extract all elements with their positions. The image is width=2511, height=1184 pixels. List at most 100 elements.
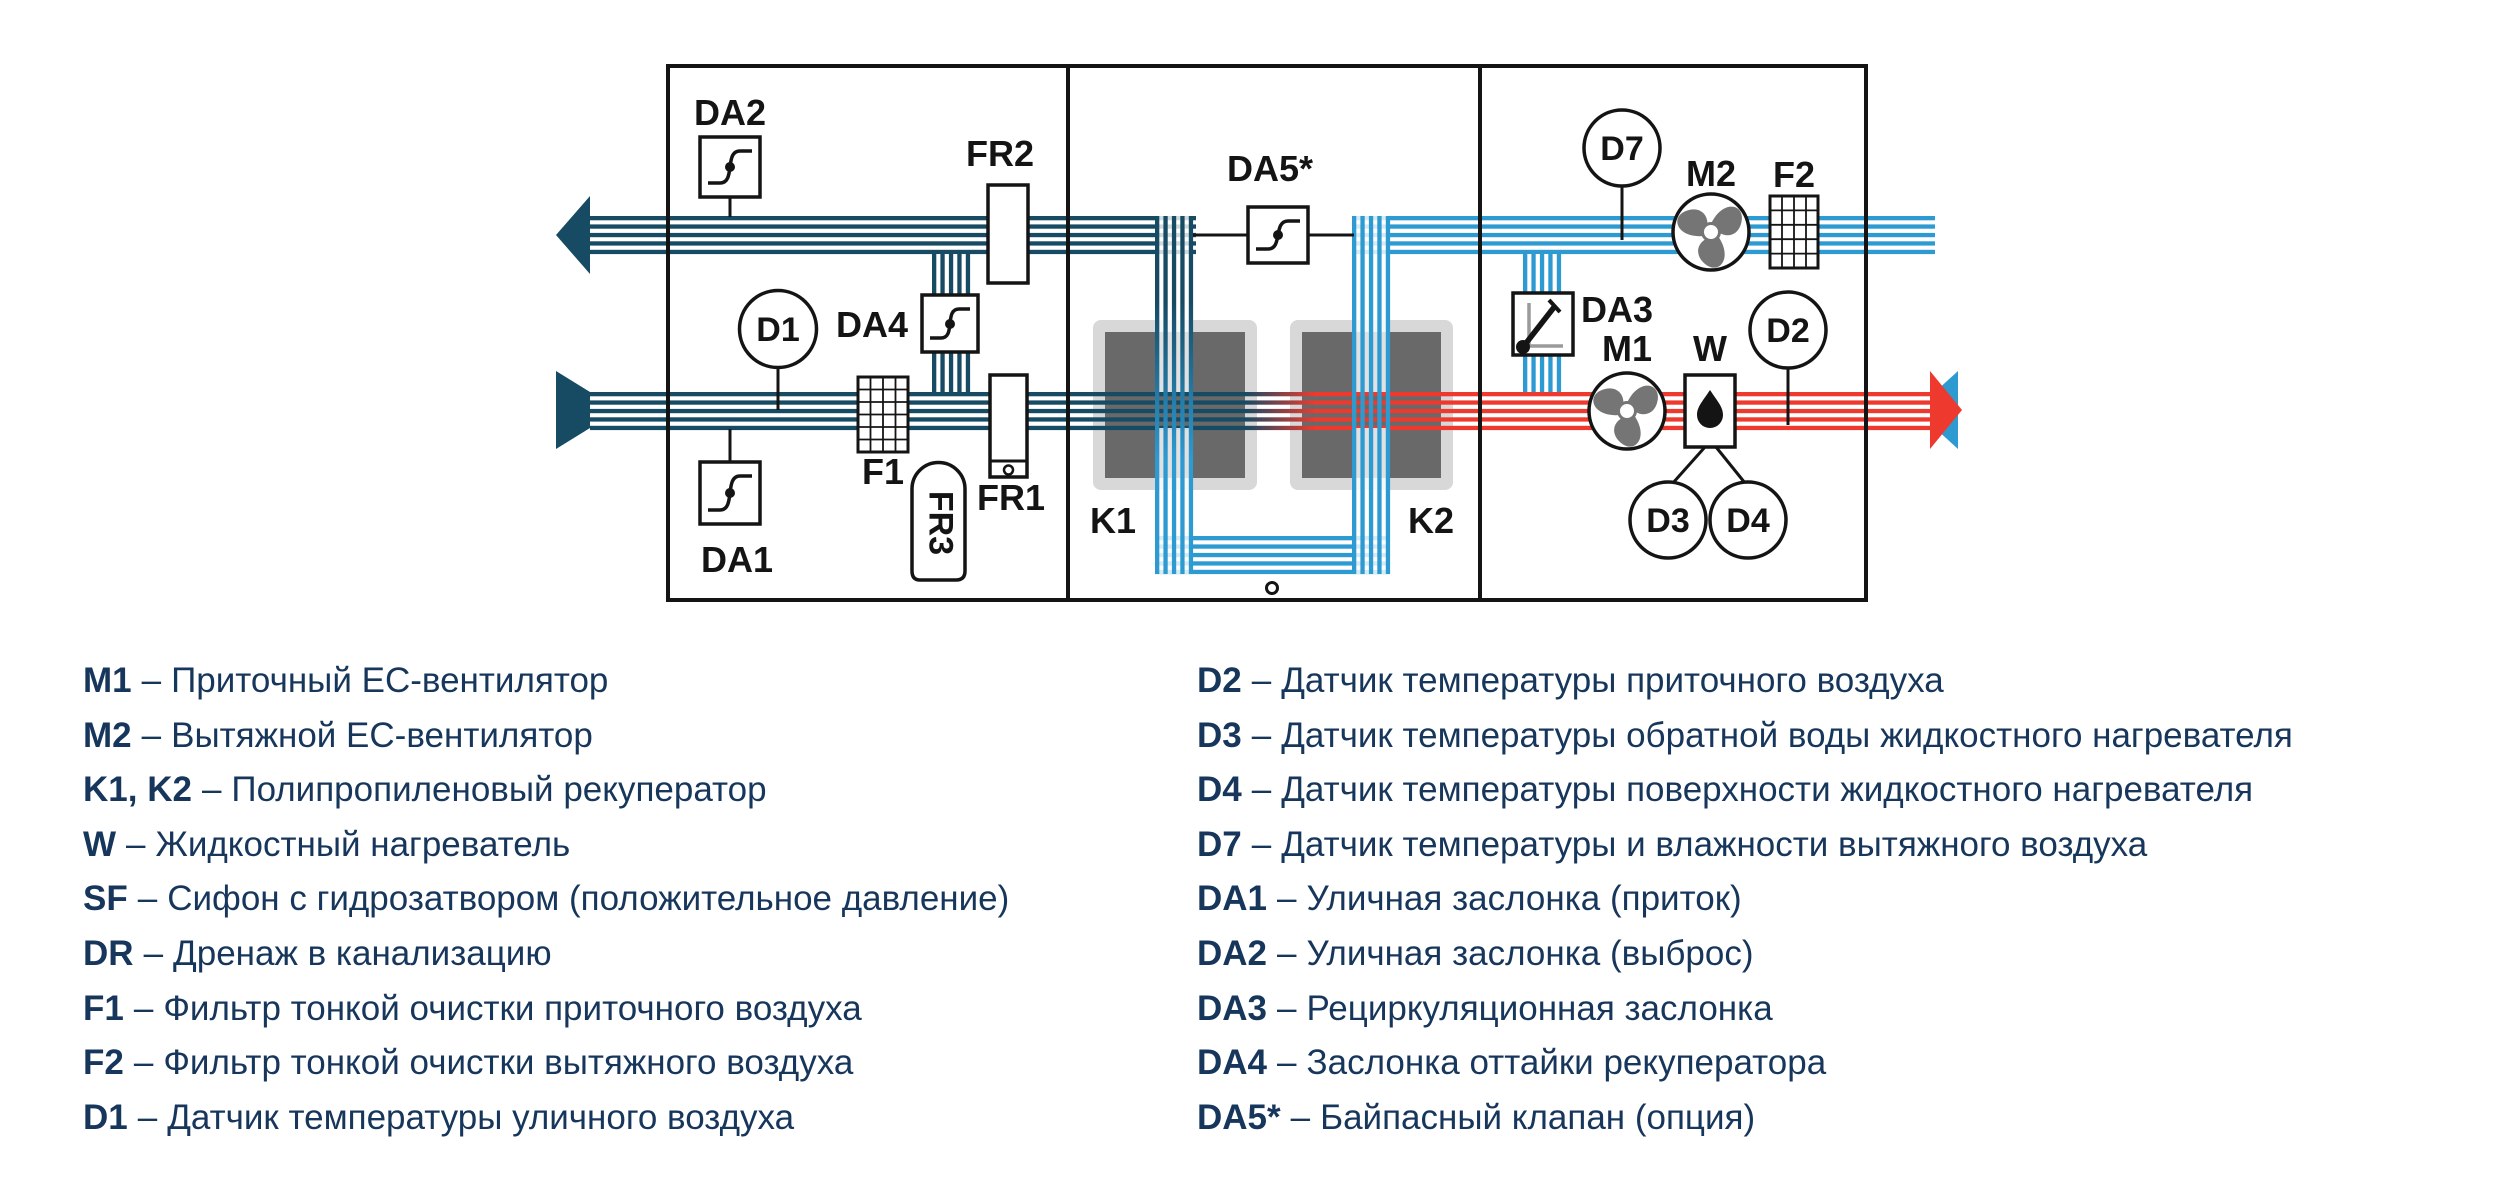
legend-desc: Датчик температуры поверхности жидкостно… (1281, 770, 2254, 810)
legend-separator: – (143, 933, 164, 973)
legend-item-m2: M2–Вытяжной ЕС-вентилятор (83, 709, 1009, 764)
legend-key: D3 (1197, 715, 1242, 755)
damper-da4-icon (920, 293, 980, 354)
legend-key: W (83, 824, 117, 864)
sensor-d7-icon (1582, 108, 1662, 188)
legend-desc: Байпасный клапан (опция) (1320, 1097, 1756, 1137)
legend-desc: Датчик температуры уличного воздуха (167, 1097, 795, 1137)
legend-item-da5: DA5*–Байпасный клапан (опция) (1197, 1091, 2293, 1146)
legend-desc: Датчик температуры и влажности вытяжного… (1281, 824, 2148, 864)
duct-supply (590, 392, 1930, 431)
supply-out-arrow-icon (1930, 371, 1962, 449)
label-da3: DA3 (1581, 289, 1653, 330)
label-f2: F2 (1773, 154, 1815, 195)
fr1-box-icon (988, 373, 1029, 479)
sensor-d3-icon (1628, 480, 1708, 560)
legend-key: K1, K2 (83, 770, 192, 810)
legend-item-d3: D3–Датчик температуры обратной воды жидк… (1197, 709, 2293, 764)
legend-item-da2: DA2–Уличная заслонка (выброс) (1197, 927, 2293, 982)
label-da2: DA2 (694, 92, 766, 133)
label-da5: DA5* (1227, 148, 1313, 189)
damper-da3-icon (1511, 291, 1575, 357)
legend-item-k1k2: K1, K2–Полипропиленовый рекуператор (83, 763, 1009, 818)
label-w: W (1693, 328, 1727, 369)
label-fr2: FR2 (966, 133, 1034, 174)
legend-column-right: D2–Датчик температуры приточного воздуха… (1197, 654, 2293, 1145)
label-m1: M1 (1602, 328, 1652, 369)
legend-key: DA2 (1197, 933, 1268, 973)
legend-desc: Уличная заслонка (приток) (1306, 879, 1742, 919)
legend-separator: – (1251, 824, 1272, 864)
legend-key: F1 (83, 988, 124, 1028)
legend-separator: – (1277, 988, 1297, 1028)
fan-m1-icon (1587, 371, 1667, 452)
legend-separator: – (201, 770, 222, 810)
legend-key: DR (83, 933, 134, 973)
legend-item-da4: DA4–Заслонка оттайки рекуператора (1197, 1036, 2293, 1091)
legend-desc: Жидкостный нагреватель (155, 824, 571, 864)
legend-item-dr: DR–Дренаж в канализацию (83, 927, 1009, 982)
legend-key: D1 (83, 1097, 128, 1137)
legend-desc: Уличная заслонка (выброс) (1306, 933, 1754, 973)
legend-desc: Фильтр тонкой очистки вытяжного воздуха (163, 1043, 854, 1083)
unit-casing (666, 64, 1868, 602)
legend-separator: – (137, 1097, 158, 1137)
legend-desc: Датчик температуры приточного воздуха (1281, 661, 1944, 700)
legend-item-w: W–Жидкостный нагреватель (83, 818, 1009, 873)
legend-desc: Фильтр тонкой очистки приточного воздуха (163, 988, 862, 1028)
legend-key: D4 (1197, 770, 1242, 810)
legend-key: D7 (1197, 824, 1242, 864)
sensor-d1-icon (737, 288, 819, 370)
legend-separator: – (141, 715, 162, 755)
legend-key: DA4 (1197, 1043, 1268, 1083)
exhaust-out-arrow-icon (556, 196, 590, 274)
label-m2: M2 (1686, 153, 1736, 194)
label-fr1: FR1 (977, 477, 1045, 518)
legend-key: F2 (83, 1043, 124, 1083)
legend-item-f2: F2–Фильтр тонкой очистки вытяжного возду… (83, 1036, 1009, 1091)
fan-m2-icon (1671, 192, 1751, 273)
duct-recuperator-u-band (1155, 536, 1390, 575)
legend-desc: Заслонка оттайки рекуператора (1306, 1043, 1827, 1083)
legend-separator: – (1251, 661, 1272, 700)
legend-item-d4: D4–Датчик температуры поверхности жидкос… (1197, 763, 2293, 818)
legend-key: DA5* (1197, 1097, 1281, 1137)
heater-w-icon (1683, 373, 1737, 449)
legend-item-d7: D7–Датчик температуры и влажности вытяжн… (1197, 818, 2293, 873)
legend-item-m1: M1–Приточный ЕС-вентилятор (83, 654, 1009, 709)
label-d4: D4 (1726, 502, 1770, 540)
legend-separator: – (133, 988, 154, 1028)
connector-lines (728, 186, 1790, 485)
damper-da5-icon (1246, 205, 1310, 265)
legend-separator: – (126, 824, 146, 864)
legend-key: M1 (83, 661, 132, 700)
legend-key: M2 (83, 715, 132, 755)
duct-extract (1352, 216, 1935, 255)
filter-f2-icon (1768, 194, 1820, 270)
legend-desc: Вытяжной ЕС-вентилятор (171, 715, 593, 755)
legend-item-d1: D1–Датчик температуры уличного воздуха (83, 1091, 1009, 1146)
label-d2: D2 (1766, 312, 1809, 350)
damper-da1-icon (698, 460, 762, 526)
label-f1: F1 (862, 451, 904, 492)
label-fr3: FR3 (922, 491, 960, 555)
fr2-box-icon (986, 183, 1030, 285)
legend-separator: – (1277, 1043, 1297, 1083)
label-k1: K1 (1090, 500, 1136, 541)
duct-leg-k2 (1352, 216, 1391, 574)
legend-desc: Приточный ЕС-вентилятор (171, 661, 609, 700)
label-d7: D7 (1600, 130, 1643, 168)
label-d3: D3 (1646, 502, 1689, 540)
legend-separator: – (1290, 1097, 1311, 1137)
legend-item-da1: DA1–Уличная заслонка (приток) (1197, 872, 2293, 927)
label-k2: K2 (1408, 500, 1454, 541)
ahu-diagram: DA2 FR2 D1 DA4 DA1 F1 FR3 FR1 K1 K2 DA5*… (556, 64, 1962, 602)
legend-desc: Дренаж в канализацию (173, 933, 552, 973)
legend-key: DA3 (1197, 988, 1268, 1028)
drain-port-icon (1265, 581, 1279, 595)
legend-separator: – (133, 1043, 154, 1083)
legend-separator: – (1251, 715, 1272, 755)
legend-separator: – (141, 661, 162, 700)
legend-item-f1: F1–Фильтр тонкой очистки приточного возд… (83, 982, 1009, 1037)
